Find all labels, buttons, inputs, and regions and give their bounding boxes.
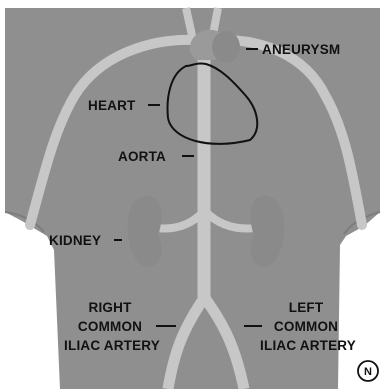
kidney-label: KIDNEY — [49, 233, 101, 248]
left-iliac-label-line: COMMON — [274, 319, 338, 334]
right-iliac-label-line: COMMON — [78, 319, 142, 334]
heart-label: HEART — [88, 98, 136, 113]
right-iliac-label-line: ILIAC ARTERY — [64, 338, 160, 353]
logo-letter: N — [364, 366, 372, 378]
aorta-label: AORTA — [118, 149, 166, 164]
aneurysm-label: ANEURYSM — [262, 42, 340, 57]
left-iliac-label-line: ILIAC ARTERY — [260, 338, 356, 353]
publisher-logo: N — [358, 361, 378, 381]
right-iliac-label-line: RIGHT — [89, 300, 133, 315]
left-iliac-label-line: LEFT — [289, 300, 324, 315]
aneurysm-bulge — [212, 31, 240, 63]
